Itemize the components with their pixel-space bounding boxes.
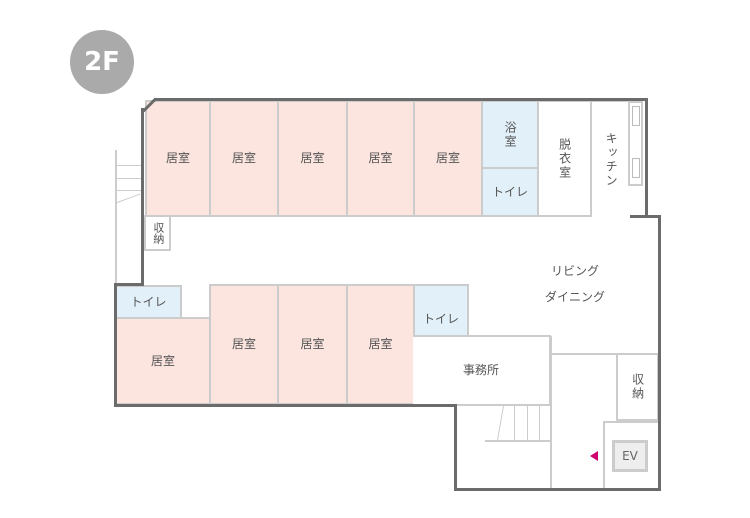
room-living-1: 居室 [145,100,211,217]
storage-right: 収納 [616,353,659,421]
living-label: リビング [550,264,599,278]
elevator: EV [612,440,648,472]
living-dining-label: リビング ダイニング [515,258,635,310]
stair-step [497,406,504,440]
room-living-4: 居室 [346,100,415,217]
stair-landing [485,440,550,442]
elevator-hall [603,421,659,490]
stair-step [539,406,540,440]
room-office: 事務所 [413,335,551,406]
dining-label: ダイニング [544,290,605,304]
room-kitchen: キッチン [590,100,630,217]
room-toilet-left: トイレ [115,285,182,319]
wall [658,215,661,491]
stair-step [116,193,141,203]
room-living-7: 居室 [209,284,279,405]
room-living-9: 居室 [346,284,415,405]
stair-step [117,165,142,166]
room-living-2: 居室 [209,100,279,217]
floor-badge: 2F [70,30,134,94]
wall [114,283,117,406]
room-living-5: 居室 [413,100,483,217]
room-dressing: 脱衣室 [537,100,592,217]
wall [154,98,647,101]
stair-step [117,178,142,179]
stair-step [117,190,142,191]
partition [550,336,552,490]
room-living-6: 居室 [115,317,211,405]
sink-icon [632,158,640,178]
storage-left: 収納 [144,215,171,251]
wall [114,404,457,407]
kitchen-counter [628,101,643,186]
stove-icon [632,106,640,126]
wall [454,488,661,491]
wall [114,283,144,286]
current-location-marker-icon [590,451,598,461]
room-toilet-top: トイレ [481,167,539,217]
room-living-3: 居室 [277,100,348,217]
room-bath: 浴室 [481,100,539,169]
stair-step [514,406,515,440]
stair-step [527,406,528,440]
wall [645,98,648,218]
wall [454,404,457,491]
partition [550,353,659,355]
wall [141,108,144,286]
room-living-8: 居室 [277,284,348,405]
stair-rail [115,150,117,284]
